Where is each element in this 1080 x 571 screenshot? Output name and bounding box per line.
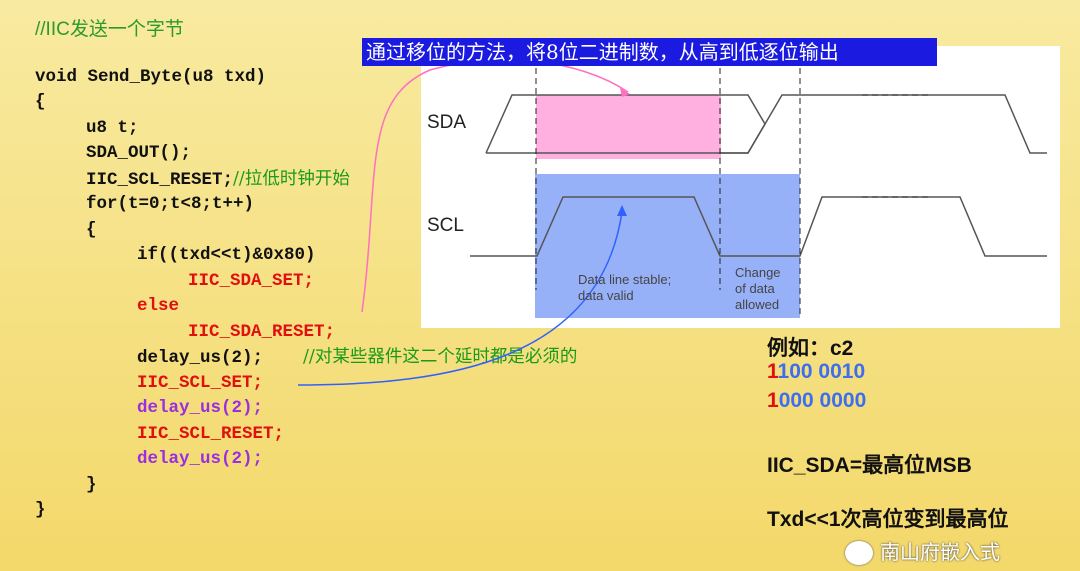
watermark: 南山府嵌入式 bbox=[880, 542, 1000, 564]
code-text: { bbox=[35, 92, 46, 112]
stable-note: Data line stable;data valid bbox=[578, 272, 672, 303]
code-text: delay_us(2); bbox=[137, 449, 264, 469]
code-text: IIC_SDA_RESET; bbox=[188, 322, 336, 342]
code-line: { bbox=[35, 92, 46, 112]
shift-note: Txd<<1次高位变到最高位 bbox=[767, 508, 1009, 531]
code-text: delay_us(2); bbox=[137, 398, 264, 418]
code-line: IIC_SDA_SET; bbox=[188, 271, 314, 291]
code-line: IIC_SCL_RESET; bbox=[137, 424, 284, 444]
code-line: SDA_OUT(); bbox=[86, 143, 191, 163]
code-text: void Send_Byte(u8 txd) bbox=[35, 67, 267, 87]
code-line: IIC_SDA_RESET; bbox=[188, 322, 335, 342]
code-line: delay_us(2); bbox=[137, 398, 263, 418]
sda-high-line bbox=[485, 94, 766, 154]
code-line: IIC_SCL_SET; bbox=[137, 373, 263, 393]
binary-80: 1000 0000 bbox=[767, 389, 867, 412]
code-line: if((txd<<t)&0x80) bbox=[137, 245, 316, 265]
code-text: if((txd<<t)&0x80) bbox=[137, 245, 316, 265]
binary-c2: 1100 0010 bbox=[767, 360, 866, 383]
example-label: 例如：c2 bbox=[767, 337, 854, 360]
code-comment: //拉低时钟开始 bbox=[233, 169, 350, 189]
code-line: else bbox=[137, 296, 179, 316]
blue-arrow bbox=[297, 211, 623, 386]
code-text: u8 t; bbox=[86, 118, 139, 138]
code-text: IIC_SCL_RESET; bbox=[137, 424, 285, 444]
msb-note: IIC_SDA=最高位MSB bbox=[767, 454, 972, 477]
code-text: IIC_SCL_RESET; bbox=[86, 170, 234, 190]
pink-arrow bbox=[361, 58, 629, 313]
function-comment: //IIC发送一个字节 bbox=[35, 19, 184, 40]
scl-stable-region bbox=[535, 174, 800, 318]
code-line: } bbox=[86, 475, 97, 495]
code-text: { bbox=[86, 220, 97, 240]
code-line: u8 t; bbox=[86, 118, 139, 138]
code-text: else bbox=[137, 296, 180, 316]
code-line: { bbox=[86, 220, 97, 240]
code-text: SDA_OUT(); bbox=[86, 143, 192, 163]
code-line: for(t=0;t<8;t++) bbox=[86, 194, 254, 214]
code-line: } bbox=[35, 500, 46, 520]
banner-title: 通过移位的方法，将8位二进制数，从高到低逐位输出 bbox=[362, 38, 937, 66]
scl-label: SCL bbox=[427, 215, 464, 236]
code-line: delay_us(2); bbox=[137, 449, 263, 469]
sda-label: SDA bbox=[427, 112, 467, 133]
code-text: delay_us(2); bbox=[137, 348, 264, 368]
sda-next bbox=[720, 94, 1047, 154]
sda-stable-region bbox=[536, 95, 721, 159]
code-text: IIC_SDA_SET; bbox=[188, 271, 315, 291]
code-text: IIC_SCL_SET; bbox=[137, 373, 264, 393]
code-line: delay_us(2); //对某些器件这二个延时都是必须的 bbox=[137, 347, 577, 368]
code-text: for(t=0;t<8;t++) bbox=[86, 194, 255, 214]
code-line: void Send_Byte(u8 txd) bbox=[35, 67, 266, 87]
code-comment: //对某些器件这二个延时都是必须的 bbox=[303, 347, 578, 367]
code-line: IIC_SCL_RESET;//拉低时钟开始 bbox=[86, 169, 350, 190]
code-text: } bbox=[86, 475, 97, 495]
code-text: } bbox=[35, 500, 46, 520]
scl-line bbox=[470, 196, 1047, 257]
wechat-icon bbox=[845, 541, 873, 565]
